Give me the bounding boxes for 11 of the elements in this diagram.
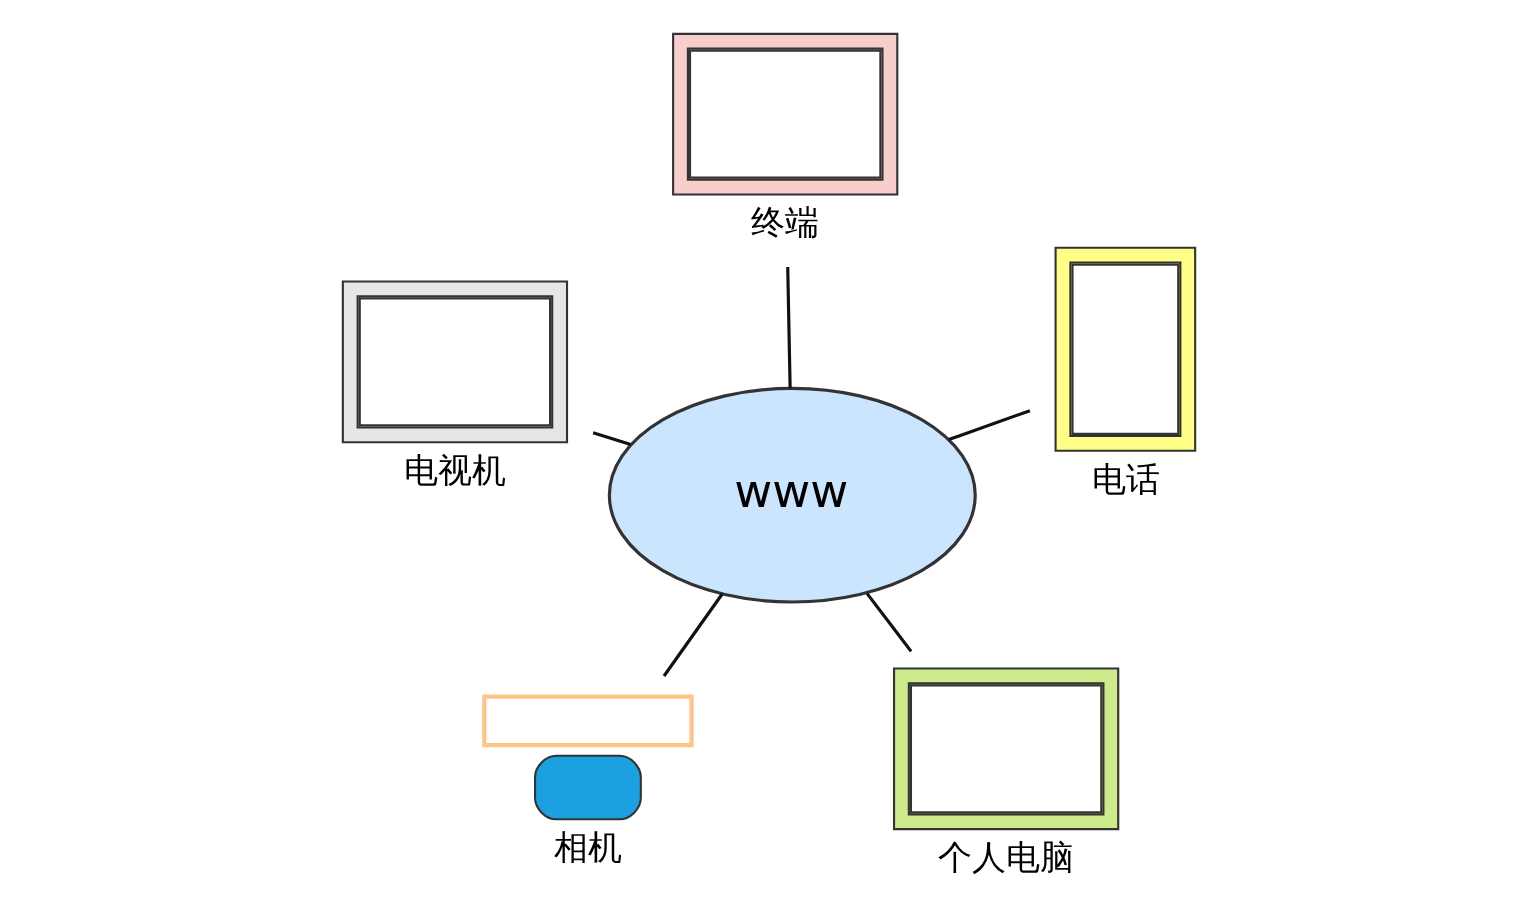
node-ellipse: www (607, 386, 977, 604)
node-label: 个人电脑 (938, 837, 1075, 877)
node-label: 终端 (751, 203, 820, 243)
node-label: 电话 (1091, 459, 1160, 499)
node-label: 电视机 (404, 451, 507, 490)
connector (865, 592, 913, 653)
connector (786, 266, 792, 389)
connector (662, 593, 724, 677)
connector (948, 409, 1031, 442)
node-label: 相机 (554, 828, 623, 867)
connector (592, 431, 631, 446)
